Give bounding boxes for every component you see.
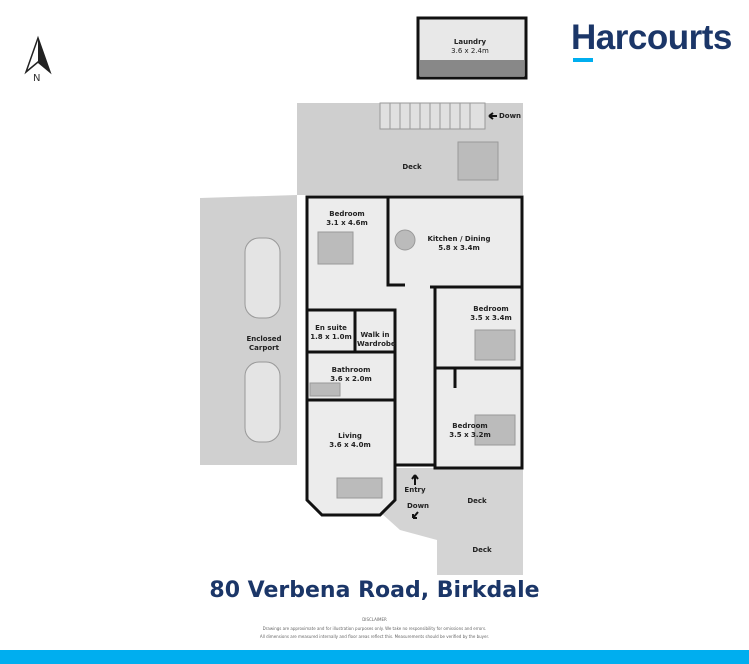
deck-label-2: Deck — [467, 497, 487, 505]
down-label-2: Down — [406, 502, 430, 510]
car-icon — [244, 237, 281, 443]
north-label: N — [33, 73, 41, 84]
footer-bar — [0, 650, 749, 664]
down-label: Down — [498, 112, 522, 120]
harcourts-logo: Harcourts — [571, 18, 732, 57]
logo-accent — [573, 58, 593, 62]
entry-arrow-icon — [411, 474, 419, 485]
down-arrow-icon — [488, 112, 497, 120]
deck-label-3: Deck — [472, 546, 492, 554]
wardrobe-label: Walk in Wardrobe — [357, 331, 396, 348]
entry-label: Entry — [404, 486, 426, 494]
disclaimer-line1: Drawings are approximate and for illustr… — [262, 626, 487, 631]
down-arrow-icon-2 — [412, 511, 419, 519]
deck-label: Deck — [402, 163, 422, 171]
disclaimer-line2: All dimensions are measured internally a… — [259, 634, 490, 639]
carport-label: Enclosed Carport — [246, 335, 282, 352]
property-address: 80 Verbena Road, Birkdale — [209, 578, 540, 603]
stairs — [379, 102, 486, 130]
disclaimer-heading: DISCLAIMER — [362, 617, 387, 622]
